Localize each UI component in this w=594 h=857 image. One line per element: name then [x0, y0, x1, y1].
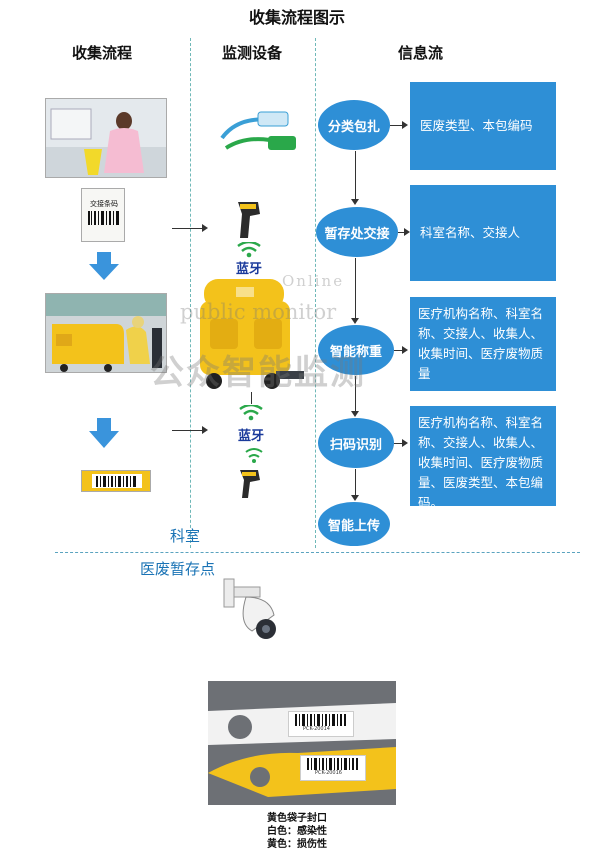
- connector-arrow: [390, 125, 402, 126]
- wifi-signal-icon: [237, 242, 261, 258]
- column-header-collect: 收集流程: [72, 44, 133, 62]
- info-box-department: 科室名称、交接人: [410, 185, 556, 281]
- connector-line: [355, 151, 356, 199]
- info-box-scan: 医疗机构名称、科室名称、交接人、收集人、收集时间、医疗废物质量、医废类型、本包编…: [410, 406, 556, 510]
- flow-node-handover: 暂存处交接: [316, 207, 398, 257]
- bagging-illustration: [46, 99, 166, 177]
- seal-tag-photo-illustration: [208, 681, 396, 805]
- barcode-scanner-icon: [238, 202, 260, 238]
- info-box-type-code: 医废类型、本包编码: [410, 82, 556, 170]
- column-divider: [190, 38, 191, 548]
- arrow-head-icon: [351, 411, 359, 417]
- dome-camera-icon: [223, 578, 276, 639]
- seal-tag-photo: PCK-20014 PCK-20016: [208, 681, 396, 805]
- white-seal-tag: PCK-20014: [288, 711, 354, 737]
- weighing-trolley-icon: [200, 279, 304, 389]
- barcode-scanner-icon: [240, 470, 260, 498]
- photo-caption: 黄色袋子封口: [267, 813, 327, 824]
- zone-label-department: 科室: [170, 527, 201, 545]
- arrow-head-icon: [402, 439, 408, 447]
- photo-caption: 黄色：损伤性: [267, 839, 327, 850]
- seal-tag-number: PCK-20016: [315, 770, 342, 776]
- info-box-text: 科室名称、交接人: [420, 225, 521, 240]
- arrow-head-icon: [402, 346, 408, 354]
- arrow-head-icon: [402, 121, 408, 129]
- flow-node-scan: 扫码识别: [318, 418, 394, 468]
- flow-node-sort-pack: 分类包扎: [318, 100, 390, 150]
- handover-barcode-label: 交接条码: [90, 200, 118, 208]
- down-arrow-icon: [89, 252, 119, 280]
- page-title: 收集流程图示: [248, 8, 345, 27]
- flow-node-weighing: 智能称重: [318, 325, 394, 375]
- bagging-photo: [45, 98, 167, 178]
- zone-divider: [55, 552, 580, 553]
- connector-arrow: [172, 228, 202, 229]
- barcode-icon: [88, 211, 119, 225]
- photo-caption: 白色：感染性: [267, 826, 327, 837]
- seal-tag-number: PCK-20014: [303, 726, 330, 732]
- handover-barcode-card: 交接条码: [81, 188, 125, 242]
- watermark-text: public monitor: [180, 300, 337, 324]
- barcode-strip: [81, 470, 151, 492]
- info-box-weighing: 医疗机构名称、科室名称、交接人、收集人、收集时间、医疗废物质量: [410, 297, 556, 391]
- watermark-text: Online: [282, 272, 345, 290]
- arrow-head-icon: [202, 224, 208, 232]
- bluetooth-label: 蓝牙: [236, 262, 263, 277]
- connector-line: [355, 258, 356, 318]
- arrow-head-icon: [202, 426, 208, 434]
- trolley-loading-illustration: [46, 294, 166, 372]
- wifi-signal-icon: [245, 448, 263, 463]
- arrow-head-icon: [404, 228, 410, 236]
- wifi-signal-icon: [239, 405, 263, 421]
- watermark-text: 公众智能监测: [150, 353, 366, 393]
- column-header-monitor: 监测设备: [222, 44, 283, 62]
- arrow-head-icon: [351, 199, 359, 205]
- barcode-icon: [307, 758, 358, 770]
- yellow-seal-tag: PCK-20016: [300, 755, 366, 781]
- bluetooth-label: 蓝牙: [238, 429, 265, 444]
- connector-line: [355, 376, 356, 411]
- connector-arrow: [394, 443, 402, 444]
- info-box-text: 医废类型、本包编码: [420, 118, 533, 133]
- connector-arrow: [172, 430, 202, 431]
- barcode-icon: [96, 476, 136, 487]
- down-arrow-icon: [89, 418, 119, 448]
- trolley-loading-photo: [45, 293, 167, 373]
- flow-node-upload: 智能上传: [318, 502, 390, 546]
- connector-arrow: [394, 350, 402, 351]
- seal-tag-icon: [220, 111, 296, 150]
- column-divider: [315, 38, 316, 548]
- barcode-icon: [295, 714, 346, 726]
- info-box-text: 医疗机构名称、科室名称、交接人、收集人、收集时间、医疗废物质量: [418, 306, 544, 381]
- column-header-info: 信息流: [398, 44, 444, 62]
- connector-line: [355, 469, 356, 495]
- info-box-text: 医疗机构名称、科室名称、交接人、收集人、收集时间、医疗废物质量、医废类型、本包编…: [418, 415, 544, 510]
- connector-arrow: [398, 232, 404, 233]
- connector-line: [251, 392, 252, 404]
- arrow-head-icon: [351, 318, 359, 324]
- zone-label-storage: 医废暂存点: [140, 560, 216, 578]
- arrow-head-icon: [351, 495, 359, 501]
